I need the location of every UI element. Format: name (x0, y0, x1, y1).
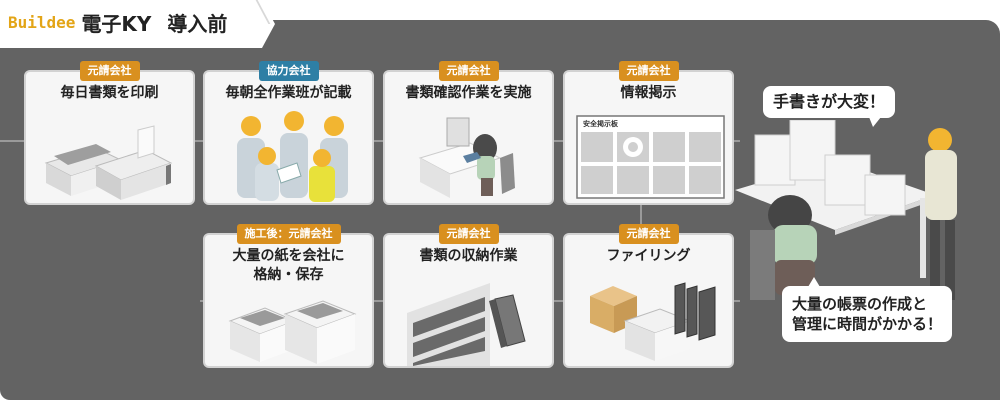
overwhelmed-office-scene-icon (735, 120, 957, 300)
step-card-crew-entry: 協力会社 毎朝全作業班が記載 (203, 61, 374, 205)
role-badge: 施工後：元請会社 (236, 224, 341, 244)
stage-label: 導入前 (167, 12, 228, 36)
bulletin-board-icon: 安全掲示板 (576, 115, 725, 199)
step-card-print: 元請会社 毎日書類を印刷 (24, 61, 195, 205)
role-badge: 元請会社 (438, 61, 499, 81)
title-tab: Buildee 電子KY 導入前 (0, 0, 275, 48)
svg-text:安全掲示板: 安全掲示板 (583, 119, 619, 128)
role-badge: 協力会社 (258, 61, 319, 81)
step-card-notice: 元請会社 情報掲示 安全掲示板 (563, 61, 734, 205)
step-title: ファイリング (606, 248, 691, 264)
step-card-storage: 元請会社 書類の収納作業 (383, 224, 554, 368)
step-title: 毎朝全作業班が記載 (225, 85, 352, 101)
step-card-review: 元請会社 書類確認作業を実施 (383, 61, 554, 205)
binder-shelf-icon (407, 283, 526, 366)
role-badge: 元請会社 (79, 61, 140, 81)
desk-worker-icon (418, 117, 515, 198)
step-title: 書類の収納作業 (419, 248, 518, 264)
step-title: 情報掲示 (620, 85, 677, 101)
speech-bubble-handwriting: 手書きが大変！ (763, 86, 896, 127)
boxes-binders-icon (590, 282, 716, 361)
role-badge: 元請会社 (438, 224, 499, 244)
step-card-archive: 施工後：元請会社 大量の紙を会社に 格納・保存 (203, 224, 374, 368)
speech-bubble-workload: 大量の帳票の作成と 管理に時間がかかる！ (782, 277, 953, 342)
connector (640, 205, 642, 235)
step-title: 書類確認作業を実施 (405, 85, 532, 101)
role-badge: 元請会社 (618, 61, 679, 81)
paper-stacks-icon (228, 300, 357, 364)
role-badge: 元請会社 (618, 224, 679, 244)
printer-icon (44, 125, 173, 200)
step-title: 毎日書類を印刷 (60, 85, 159, 101)
brand-logo: Buildee (8, 13, 76, 32)
workers-group-icon (237, 111, 348, 202)
page-title: Buildee 電子KY 導入前 (8, 8, 227, 37)
step-title: 大量の紙を会社に 格納・保存 (232, 248, 345, 283)
product-name: 電子KY (81, 12, 152, 36)
step-card-filing: 元請会社 ファイリング (563, 224, 734, 368)
